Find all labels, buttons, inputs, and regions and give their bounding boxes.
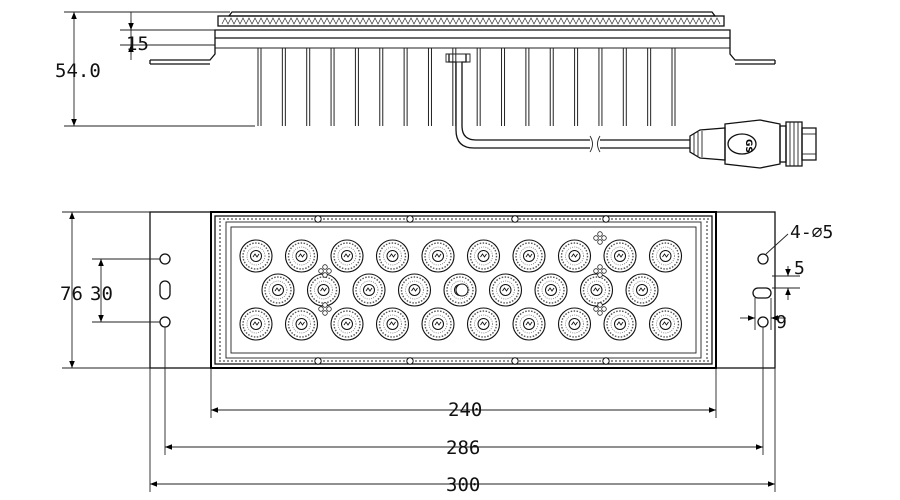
lens-array xyxy=(239,231,683,341)
screw xyxy=(314,215,322,223)
clover-mark xyxy=(593,264,607,278)
led-lens xyxy=(421,239,455,273)
led-lens xyxy=(284,239,319,273)
fin xyxy=(306,48,311,126)
heat-sink-fins xyxy=(257,48,676,126)
hole-spacing-label: 30 xyxy=(90,283,113,305)
clover-mark xyxy=(318,264,332,278)
led-lens xyxy=(397,273,432,307)
fin xyxy=(549,48,554,126)
led-lens xyxy=(579,273,614,307)
connector-label: GS xyxy=(743,139,753,153)
led-lens xyxy=(625,273,659,307)
clover-mark xyxy=(318,302,332,316)
clover-mark xyxy=(593,302,607,316)
fin xyxy=(330,48,335,126)
fin xyxy=(379,48,384,126)
fin xyxy=(647,48,652,126)
side-view: 54.0 15 xyxy=(55,11,817,169)
led-lens xyxy=(421,307,455,341)
screw xyxy=(602,357,610,365)
screw xyxy=(406,357,414,365)
led-lens xyxy=(239,239,273,273)
slot-width-label: 5 xyxy=(794,258,805,279)
cable-break xyxy=(589,135,601,153)
fin xyxy=(501,48,506,126)
led-lens xyxy=(466,307,501,341)
led-lens xyxy=(534,273,568,307)
fin xyxy=(525,48,530,126)
fin xyxy=(281,48,286,126)
fin xyxy=(598,48,603,126)
base-plate xyxy=(150,29,775,61)
led-lens xyxy=(330,239,364,273)
led-lens xyxy=(603,239,637,273)
holes-label: 4-⌀5 xyxy=(790,222,833,243)
screw xyxy=(314,357,322,365)
lens-length-label: 240 xyxy=(448,399,482,421)
width-label: 76 xyxy=(60,283,83,305)
fin xyxy=(476,48,481,126)
lens-cover xyxy=(217,15,725,27)
led-lens xyxy=(648,239,683,273)
led-lens xyxy=(512,307,546,341)
fin xyxy=(622,48,627,126)
led-lens xyxy=(648,307,683,341)
mounting-hole-left-top xyxy=(159,253,171,265)
screw xyxy=(602,215,610,223)
screw xyxy=(511,215,519,223)
led-lens xyxy=(239,307,273,341)
fin xyxy=(354,48,359,126)
led-lens xyxy=(261,273,295,307)
lens-area xyxy=(225,221,702,359)
lens-cover-texture xyxy=(221,17,721,25)
screw xyxy=(511,357,519,365)
cable-inner xyxy=(461,54,590,141)
thickness-label: 15 xyxy=(126,33,149,55)
led-lens xyxy=(512,239,546,273)
perimeter-texture xyxy=(219,215,709,365)
slot-length-label: 9 xyxy=(776,312,787,333)
waterproof-connector: GS xyxy=(689,119,817,169)
led-lens xyxy=(466,239,501,273)
holes-leader xyxy=(765,233,789,255)
led-lens xyxy=(284,307,319,341)
cable-outer xyxy=(448,54,590,149)
mounting-hole-right-bottom xyxy=(757,316,769,328)
led-lens xyxy=(557,307,592,341)
slot-left xyxy=(159,280,171,300)
fin xyxy=(427,48,432,126)
total-length-label: 300 xyxy=(446,474,480,496)
fin xyxy=(403,48,408,126)
led-lens xyxy=(375,307,410,341)
fin xyxy=(671,48,676,126)
top-view: 76 30 4-⌀5 5 9 240 286 xyxy=(60,211,833,496)
fin xyxy=(257,48,262,126)
led-lens xyxy=(330,307,364,341)
mounting-hole-right-top xyxy=(757,253,769,265)
led-lens xyxy=(375,239,410,273)
height-label: 54.0 xyxy=(55,60,101,82)
module-body xyxy=(210,211,717,369)
led-lens xyxy=(352,273,386,307)
screw xyxy=(406,215,414,223)
mounting-hole-left-bottom xyxy=(159,316,171,328)
fin xyxy=(574,48,579,126)
led-lens xyxy=(488,273,523,307)
led-lens xyxy=(306,273,341,307)
center-pin xyxy=(455,283,469,297)
led-lens xyxy=(557,239,592,273)
led-lens xyxy=(603,307,637,341)
clover-mark xyxy=(593,231,607,245)
hole-pitch-label: 286 xyxy=(446,437,480,459)
slot-right xyxy=(752,287,772,299)
